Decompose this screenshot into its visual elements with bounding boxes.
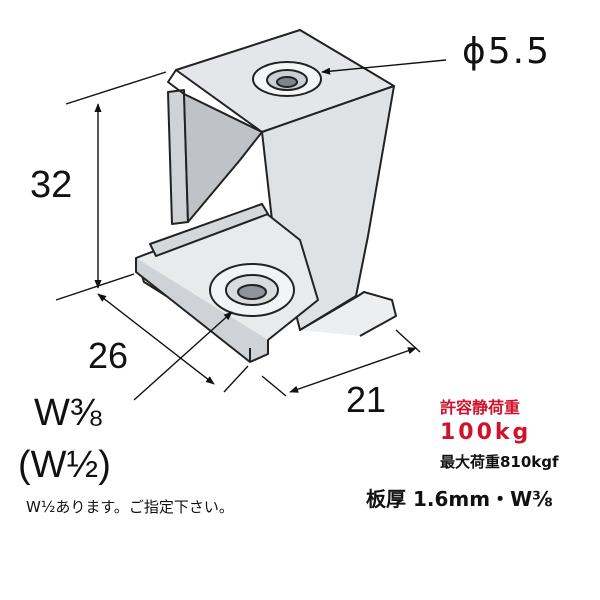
thread-size-alt-label: (W½) [18,444,111,486]
height-dimension: 32 [30,164,73,206]
leader-phi [321,59,447,75]
thread-size-label: W⅜ [34,392,102,434]
dim-line-26 [97,293,215,385]
inner-web [183,93,263,223]
width-dimension: 21 [346,379,387,420]
leader-thread [133,311,233,401]
dimension-lines [55,59,447,401]
depth-dimension: 26 [88,335,129,376]
bracket-illustration [135,29,397,363]
hole-diameter-label: ϕ5.5 [462,31,551,72]
dim-line-21 [289,347,417,393]
plate-thickness-spec: 板厚 1.6mm・W⅜ [366,487,553,511]
allowable-load-label: 許容静荷重 [440,398,521,417]
allowable-load-value: 100kg [440,420,532,445]
max-load-text: 最大荷重810kgf [440,453,559,471]
availability-note: W½あります。ご指定下さい。 [26,498,234,516]
